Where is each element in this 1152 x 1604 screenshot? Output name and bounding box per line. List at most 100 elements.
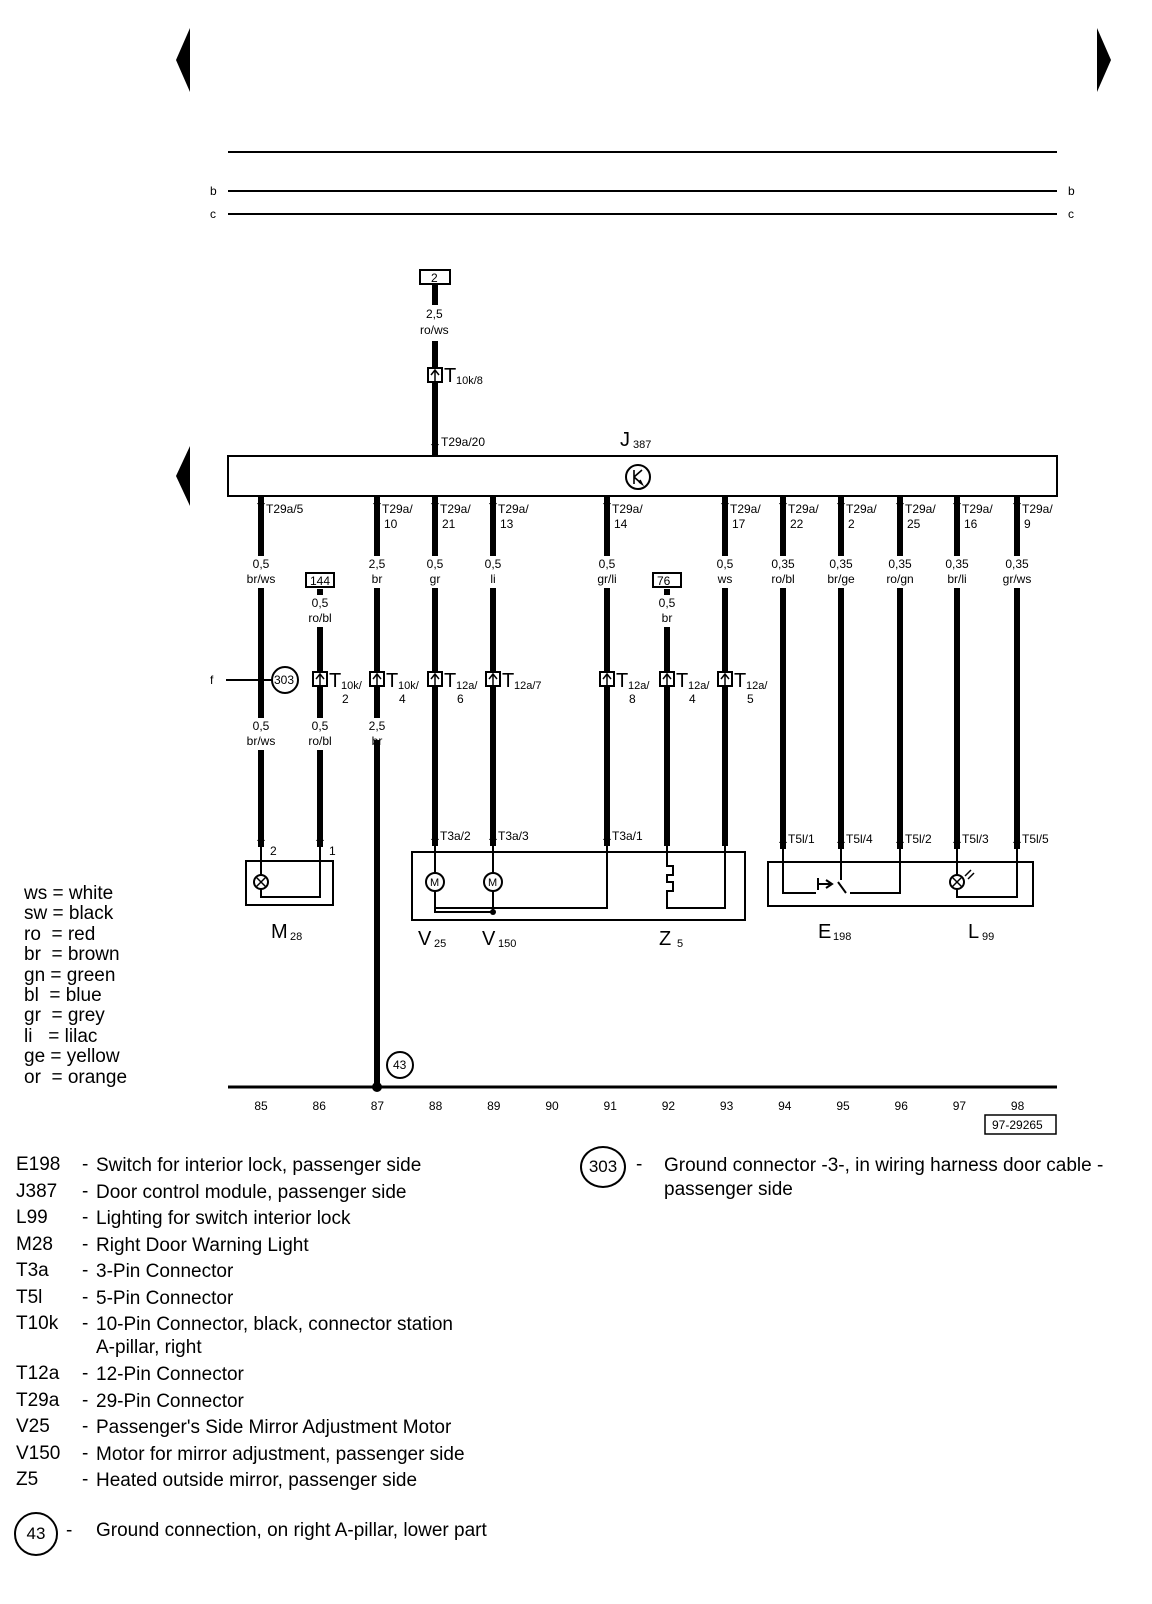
- wire-size: 2,5: [369, 719, 386, 733]
- connector-sub: 10k/: [341, 680, 363, 692]
- connector-sub: 12a/: [688, 680, 710, 692]
- v25-motor-icon: M: [425, 872, 445, 892]
- pin-label: 21: [442, 517, 456, 531]
- comp-e198-sub: 198: [833, 931, 851, 943]
- comp-v150-sub: 150: [498, 938, 516, 950]
- fuse-2-label: 2: [431, 271, 438, 285]
- mirror-assembly-box: [411, 851, 746, 921]
- wire-color: gr/li: [597, 572, 616, 586]
- ground-junction: [372, 1082, 382, 1092]
- pin-label: 22: [790, 517, 804, 531]
- wire-size: 0,5: [427, 557, 444, 571]
- ground-303-circle: [271, 666, 299, 694]
- bus-c-right-label: c: [1068, 207, 1074, 221]
- ground-43-label: 43: [393, 1058, 407, 1072]
- fuse-box: [652, 572, 682, 588]
- pin-label: 10: [384, 517, 398, 531]
- wire-color: ro/bl: [308, 611, 331, 625]
- bus-b-left-label: b: [210, 184, 217, 198]
- position-number: 95: [836, 1099, 850, 1113]
- wire-size: 0,35: [829, 557, 853, 571]
- feed-wire-color: ro/ws: [420, 323, 449, 337]
- comp-v25-main: V: [418, 928, 432, 950]
- key-303-dash: -: [636, 1154, 643, 1175]
- legend-row: br = brown: [24, 944, 120, 966]
- legend-row: ge = yellow: [24, 1046, 120, 1068]
- connector-main: T: [502, 670, 514, 692]
- m28-lamp-icon: [253, 874, 269, 890]
- bottom-pin-label: T3a/2: [440, 829, 471, 843]
- legend-row: ws = white: [24, 883, 114, 904]
- wire-size: 2,5: [369, 557, 386, 571]
- connector-pin: 8: [629, 692, 636, 706]
- connector-main: T: [734, 670, 746, 692]
- comp-v25-sub: 25: [434, 938, 446, 950]
- key-43-desc: Ground connection, on right A-pillar, lo…: [96, 1520, 487, 1541]
- pin-label: 2: [848, 517, 855, 531]
- connector-main: T: [444, 670, 456, 692]
- feed-connector-main: T: [444, 365, 456, 387]
- bottom-pin-label: T3a/3: [498, 829, 529, 843]
- diagram-code-box: [984, 1114, 1057, 1135]
- wire-size: 0,5: [599, 557, 616, 571]
- wire-size: 0,35: [1005, 557, 1029, 571]
- connector-sub: 10k/: [398, 680, 420, 692]
- fuse-box: [305, 572, 335, 588]
- connector-sub: 12a/: [456, 680, 478, 692]
- wire-color: br/li: [947, 572, 966, 586]
- page-left-arrow-icon[interactable]: [176, 28, 190, 92]
- pin-label: T29a/5: [266, 502, 304, 516]
- wire-size: 0,35: [945, 557, 969, 571]
- key-43-badge: 43: [14, 1512, 58, 1556]
- wire-color: br: [662, 611, 673, 625]
- svg-text:M: M: [488, 877, 497, 889]
- wire-size: 0,5: [253, 719, 270, 733]
- legend-row: ro = red: [24, 923, 96, 945]
- bus-c-left-label: c: [210, 207, 216, 221]
- fuse-label: 144: [310, 574, 330, 588]
- connector-main: T: [676, 670, 688, 692]
- wire-color: gr/ws: [1003, 572, 1032, 586]
- pin-label: T29a/: [730, 502, 761, 516]
- position-number: 91: [604, 1099, 618, 1113]
- ground-303-label: 303: [274, 673, 294, 687]
- legend-row: gn = green: [24, 964, 116, 986]
- comp-l99-sub: 99: [982, 931, 994, 943]
- position-number: 85: [254, 1099, 268, 1113]
- page-right-arrow-icon[interactable]: [1097, 28, 1111, 92]
- pin-label: T29a/: [382, 502, 413, 516]
- pin-label: T29a/: [612, 502, 643, 516]
- circuit-wire: T29a/50,5br/ws0,5br/ws: [241, 497, 304, 847]
- v150-motor-icon: M: [483, 872, 503, 892]
- fuse-label: 76: [657, 574, 671, 588]
- pin-label: 14: [614, 517, 628, 531]
- wire-color: ro/gn: [886, 572, 913, 586]
- connector-pin: 6: [457, 692, 464, 706]
- comp-m28-main: M: [271, 921, 288, 943]
- bottom-pin-label: T5l/5: [1022, 832, 1049, 846]
- pin-label: T29a/: [498, 502, 529, 516]
- pin-label: 13: [500, 517, 514, 531]
- circuits-layer: T29a/50,5br/ws0,5br/ws1440,5ro/bl0,5ro/b…: [241, 497, 1053, 849]
- bottom-pin-label: T5l/2: [905, 832, 932, 846]
- connector-sub: 12a/7: [514, 680, 542, 692]
- module-name-sub: 387: [633, 439, 651, 451]
- position-number: 97: [953, 1099, 967, 1113]
- connector-pin: 5: [747, 692, 754, 706]
- wire-size: 0,5: [717, 557, 734, 571]
- feed-connector-sub: 10k/8: [456, 375, 483, 387]
- l99-lamp-icon: [949, 869, 975, 890]
- pin-label: T29a/: [962, 502, 993, 516]
- key-43-dash: -: [66, 1520, 73, 1541]
- wire-color: br: [372, 572, 383, 586]
- z5-heater-icon: [666, 846, 726, 909]
- comp-m28-sub: 28: [290, 931, 302, 943]
- wire-size: 0,5: [253, 557, 270, 571]
- wire-color: ws: [717, 572, 733, 586]
- wire-color: br/ws: [247, 734, 276, 748]
